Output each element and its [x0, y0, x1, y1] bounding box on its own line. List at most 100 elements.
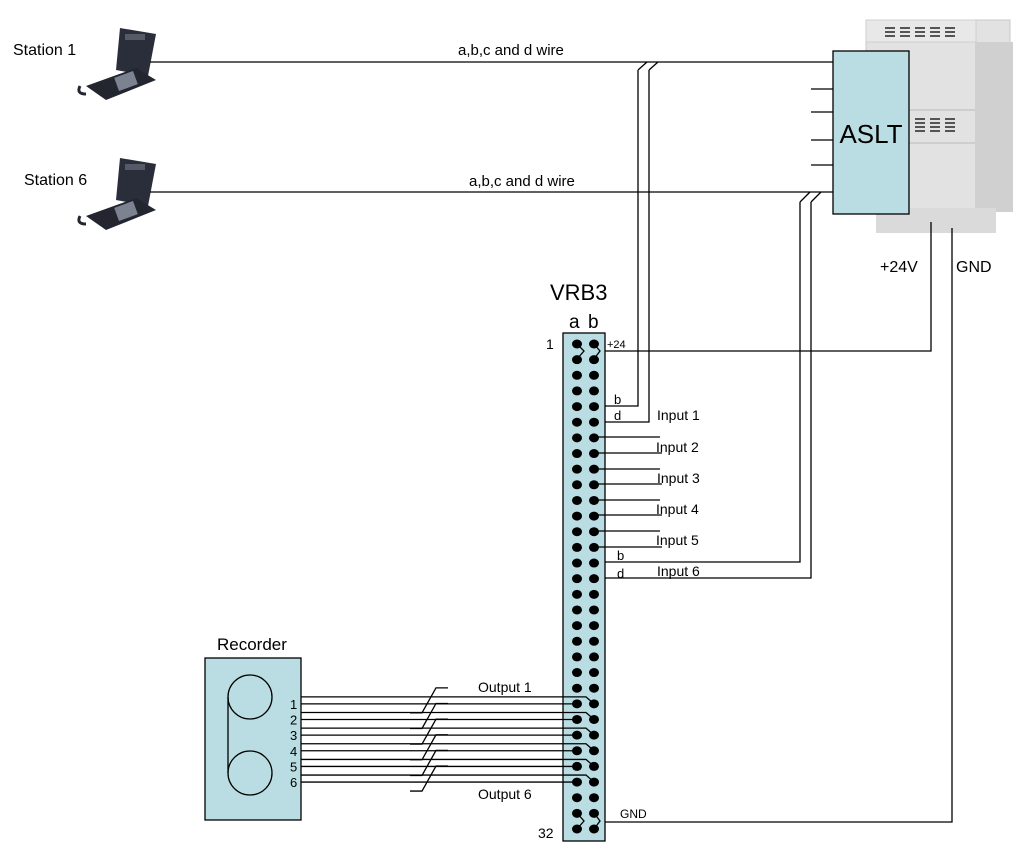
pin-19b	[589, 621, 599, 631]
wire-break-mark	[410, 687, 448, 714]
pin-8b	[589, 449, 599, 459]
input-6-b-label: b	[617, 548, 624, 563]
pin-13b	[589, 527, 599, 537]
input-4-label: Input 4	[656, 501, 699, 517]
v24-label: +24V	[880, 259, 918, 276]
recorder-title: Recorder	[217, 635, 287, 654]
pin-21b	[589, 652, 599, 662]
vrb3-col-a: a	[569, 312, 580, 333]
pin-v24-label: +24	[607, 339, 626, 351]
input-5-label: Input 5	[656, 532, 699, 548]
pin-6b	[589, 417, 599, 427]
pin-15a	[572, 558, 582, 568]
pin-16a	[572, 574, 582, 584]
pin-9b	[589, 464, 599, 474]
input-6-label: Input 6	[657, 563, 700, 579]
input-1-d-label: d	[614, 408, 621, 423]
pin-18b	[589, 605, 599, 615]
output-6-label: Output 6	[478, 786, 532, 802]
pin-10b	[589, 480, 599, 490]
v24-jumper	[576, 343, 601, 360]
recorder-channel-2: 2	[290, 712, 297, 727]
pin-23a	[572, 683, 582, 693]
pin-2b	[589, 355, 599, 365]
pin-14a	[572, 542, 582, 552]
pin-3a	[572, 370, 582, 380]
gnd-label: GND	[956, 259, 992, 276]
aslt-stub-lines	[811, 88, 833, 166]
tape-reels-icon	[227, 674, 273, 796]
pin-3b	[589, 370, 599, 380]
pin-30b	[589, 793, 599, 803]
recorder-wire-2-b	[301, 711, 595, 720]
gnd-jumper	[576, 812, 601, 830]
wire-break-mark	[410, 718, 448, 745]
recorder-channel-3: 3	[290, 728, 297, 743]
vrb3-title: VRB3	[550, 280, 607, 305]
pin-7a	[572, 433, 582, 443]
output-1-label: Output 1	[478, 679, 532, 695]
pin-17b	[589, 589, 599, 599]
station-6-wire-label: a,b,c and d wire	[469, 173, 575, 190]
pin-13a	[572, 527, 582, 537]
station-6-label: Station 6	[24, 172, 87, 189]
pin-8a	[572, 449, 582, 459]
recorder-wire-5-b	[301, 758, 595, 767]
recorder-box	[204, 657, 302, 821]
input-stub-wires	[598, 436, 662, 548]
input-6-d-label: d	[617, 566, 624, 581]
input-3-label: Input 3	[657, 470, 700, 486]
vrb3-row-last: 32	[538, 825, 554, 841]
recorder-channel-6: 6	[290, 775, 297, 790]
pin-11a	[572, 495, 582, 505]
vrb3-connector	[562, 332, 606, 842]
recorder-channel-4: 4	[290, 744, 297, 759]
station-1-wire-label: a,b,c and d wire	[458, 42, 564, 59]
pin-23b	[589, 683, 599, 693]
recorder-wire-3-b	[301, 727, 595, 736]
recorder-wire-1-b	[301, 696, 595, 705]
pin-gnd-label: GND	[620, 807, 647, 821]
station-6-tap-wires	[598, 191, 822, 579]
pin-15b	[589, 558, 599, 568]
recorder-channel-5: 5	[290, 759, 297, 774]
wire-break-mark	[410, 734, 448, 761]
recorder-channel-1: 1	[290, 697, 297, 712]
pin-19a	[572, 621, 582, 631]
pin-12b	[589, 511, 599, 521]
input-1-label: Input 1	[657, 407, 700, 423]
vrb3-col-b: b	[588, 312, 599, 333]
pin-17a	[572, 589, 582, 599]
pin-11b	[589, 495, 599, 505]
pin-30a	[572, 793, 582, 803]
pin-21a	[572, 652, 582, 662]
station-1-tap-wires	[598, 61, 659, 423]
v24-wire	[598, 222, 932, 352]
vrb3-row-first: 1	[546, 336, 554, 352]
pin-5b	[589, 402, 599, 412]
wire-break-mark	[410, 765, 448, 792]
pin-2a	[572, 355, 582, 365]
aslt-box	[832, 50, 910, 215]
pin-18a	[572, 605, 582, 615]
pin-4a	[572, 386, 582, 396]
input-2-label: Input 2	[656, 439, 699, 455]
pin-16b	[589, 574, 599, 584]
recorder-wire-4-b	[301, 743, 595, 752]
phone-icon-station-6	[77, 158, 156, 230]
input-1-b-label: b	[614, 392, 621, 407]
pin-6a	[572, 417, 582, 427]
pin-5a	[572, 402, 582, 412]
station-1-label: Station 1	[13, 42, 76, 59]
recorder-wire-6-b	[301, 774, 595, 783]
pin-20b	[589, 636, 599, 646]
pin-12a	[572, 511, 582, 521]
wire-break-mark	[410, 749, 448, 777]
pin-20a	[572, 636, 582, 646]
pin-22b	[589, 668, 599, 678]
aslt-label: ASLT	[839, 119, 902, 149]
pin-9a	[572, 464, 582, 474]
pin-22a	[572, 668, 582, 678]
pin-7b	[589, 433, 599, 443]
gnd-wire	[598, 228, 953, 823]
